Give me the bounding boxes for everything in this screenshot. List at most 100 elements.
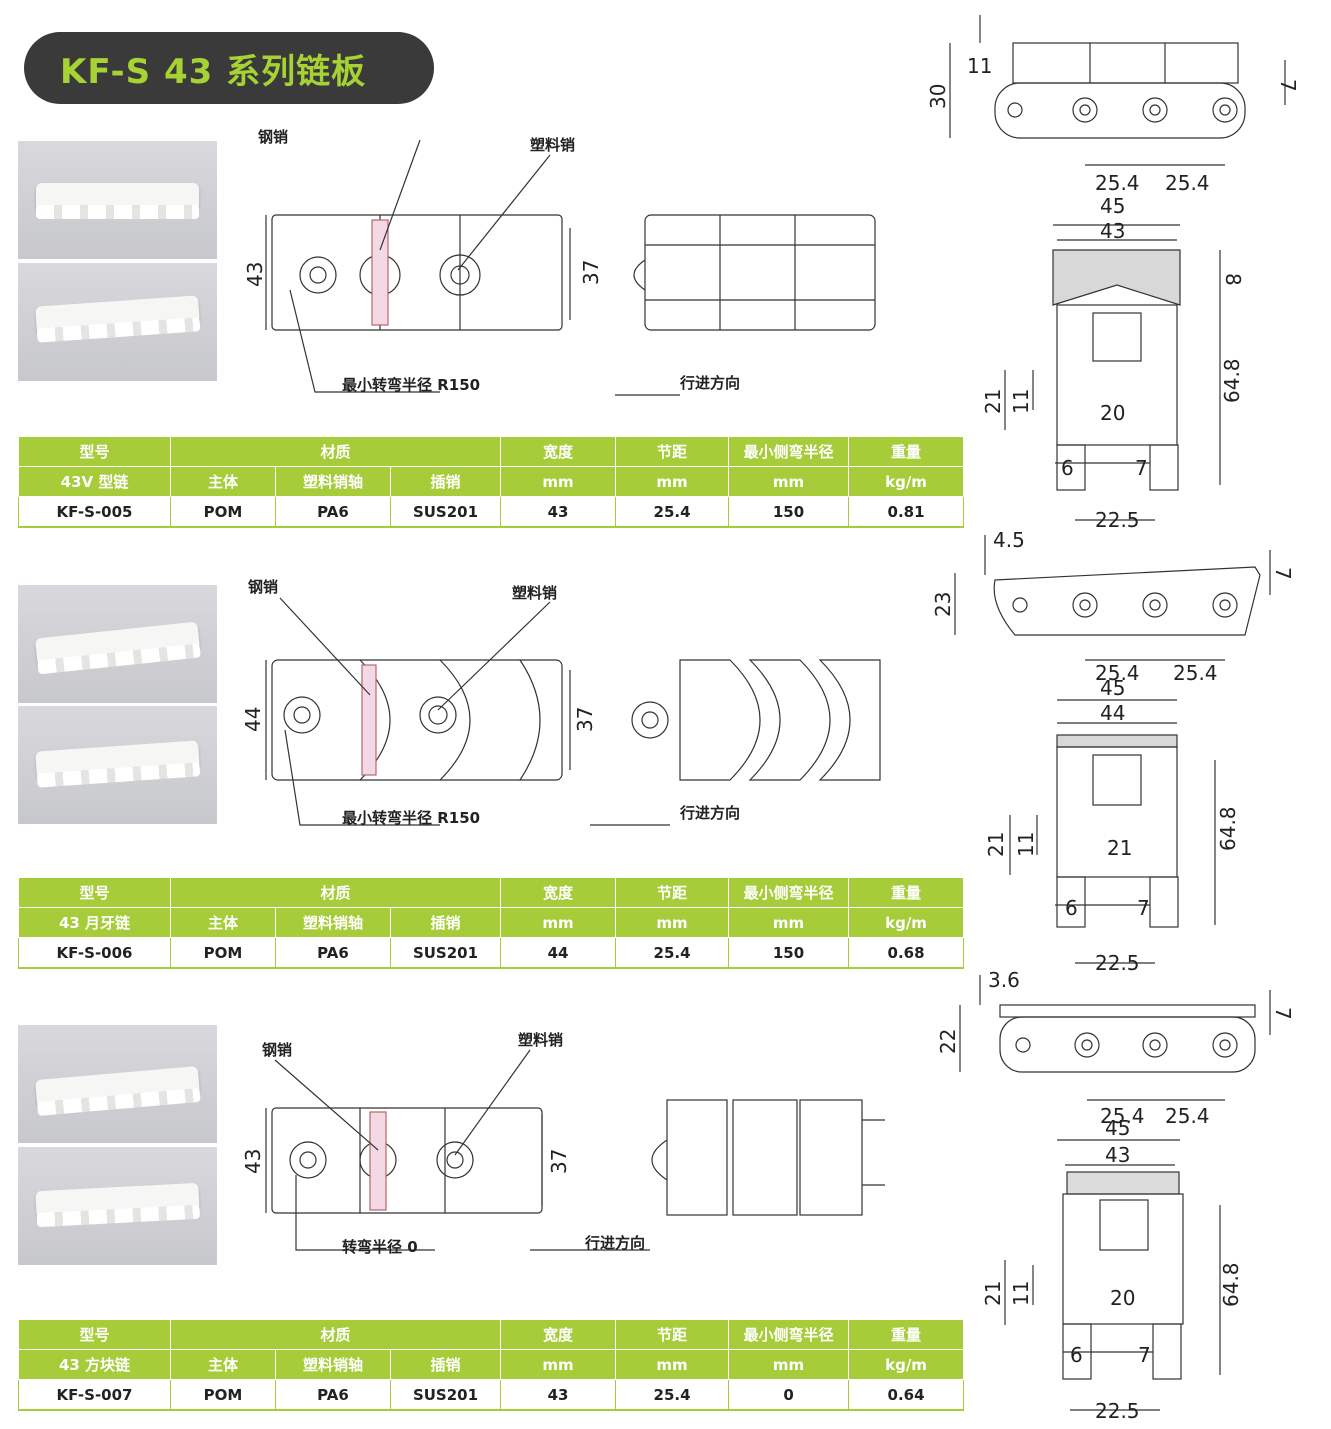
- side-drawing-1: 11 30 7 25.4 25.4: [926, 15, 1300, 195]
- side-dim-right: 7: [1271, 1007, 1295, 1020]
- side-dim-top: 4.5: [993, 528, 1025, 552]
- sec-dim-inner: 43: [1100, 219, 1125, 243]
- th-unit-pitch: mm: [615, 907, 730, 938]
- table-row: KF-S-006 POM PA6 SUS201 44 25.4 150 0.68: [18, 937, 965, 969]
- plastic-pin-label: 塑料销: [518, 1031, 563, 1049]
- th-weight: 重量: [848, 1319, 965, 1350]
- th-unit-pitch: mm: [615, 1349, 730, 1380]
- sec-dim-left-b: 11: [1009, 1281, 1033, 1306]
- table-row: KF-S-007 POM PA6 SUS201 43 25.4 0 0.64: [18, 1379, 965, 1411]
- spec-table-2: 型号 材质 宽度 节距 最小侧弯半径 重量 43 月牙链 主体 塑料销轴 插销 …: [18, 877, 965, 969]
- sec-dim-left-b: 11: [1014, 832, 1038, 857]
- th-material: 材质: [169, 877, 502, 908]
- cell-model: KF-S-005: [18, 496, 171, 528]
- sec-dim-mid: 20: [1110, 1286, 1135, 1310]
- sec-dim-mid: 20: [1100, 401, 1125, 425]
- sec-dim-outer: 45: [1100, 676, 1125, 700]
- th-unit-weight: kg/m: [848, 466, 965, 497]
- cell-insert-pin: SUS201: [389, 937, 502, 969]
- sec-dim-left-a: 21: [981, 1281, 1005, 1306]
- side-dim-height: 23: [931, 592, 955, 617]
- cell-width: 43: [500, 496, 617, 528]
- cell-pitch: 25.4: [615, 937, 730, 969]
- th-unit-radius: mm: [728, 466, 850, 497]
- th-unit-weight: kg/m: [848, 1349, 965, 1380]
- cell-model: KF-S-007: [18, 1379, 171, 1411]
- th-material: 材质: [169, 1319, 502, 1350]
- sec-dim-mid: 21: [1107, 836, 1132, 860]
- side-dim-height: 22: [936, 1029, 960, 1054]
- turn-radius-label: 转弯半径 0: [342, 1238, 418, 1256]
- sec-dim-bottom: 22.5: [1095, 508, 1140, 532]
- section-drawing-1: 45 43 8 21 11 20 64.8 6 7 22.5: [981, 195, 1245, 532]
- plan-drawing-3: 钢销 塑料销 43 37 转弯半径 0 行进方向: [241, 1031, 885, 1256]
- sec-dim-inner: 44: [1100, 701, 1125, 725]
- sec-dim-b: 7: [1138, 1343, 1151, 1367]
- side-dim-height: 30: [926, 84, 950, 109]
- title-banner: KF-S 43 系列链板: [24, 32, 434, 104]
- th-insert-pin: 插销: [389, 1349, 502, 1380]
- side-dim-right: 7: [1271, 567, 1295, 580]
- sec-dim-top-r: 8: [1221, 273, 1245, 286]
- side-dim-pitch-2: 25.4: [1173, 661, 1218, 685]
- plan-drawing-1: 钢销 塑料销 43 37 最小转弯半径 R150 行进方向: [243, 128, 876, 396]
- th-body: 主体: [170, 907, 276, 938]
- th-pitch: 节距: [615, 1319, 730, 1350]
- cell-body: POM: [170, 496, 276, 528]
- th-unit-weight: kg/m: [848, 907, 965, 938]
- th-pin-axis: 塑料销轴: [275, 1349, 391, 1380]
- turn-radius-label: 最小转弯半径 R150: [342, 376, 480, 394]
- cell-width: 43: [500, 1379, 617, 1411]
- th-pin-axis: 塑料销轴: [275, 907, 391, 938]
- cell-radius: 0: [728, 1379, 850, 1411]
- th-pin-axis: 塑料销轴: [275, 466, 391, 497]
- side-dim-pitch-2: 25.4: [1165, 1104, 1210, 1128]
- th-model: 型号: [18, 436, 171, 467]
- steel-pin-label: 钢销: [262, 1041, 292, 1059]
- sec-dim-height: 64.8: [1219, 1262, 1243, 1307]
- plan-dim-left: 44: [241, 707, 265, 732]
- product-photo-1a: [18, 141, 217, 259]
- side-dim-pitch-1: 25.4: [1100, 1104, 1145, 1128]
- th-weight: 重量: [848, 877, 965, 908]
- direction-label: 行进方向: [679, 804, 740, 822]
- th-unit-radius: mm: [728, 907, 850, 938]
- cell-radius: 150: [728, 496, 850, 528]
- sec-dim-a: 6: [1065, 896, 1078, 920]
- th-pitch: 节距: [615, 877, 730, 908]
- plastic-pin-label: 塑料销: [530, 136, 575, 154]
- steel-pin-label: 钢销: [258, 128, 288, 146]
- side-dim-pitch-1: 25.4: [1095, 171, 1140, 195]
- th-width: 宽度: [500, 1319, 617, 1350]
- side-dim-top: 3.6: [988, 968, 1020, 992]
- product-photo-2b: [18, 706, 217, 824]
- steel-pin-label: 钢销: [248, 578, 278, 596]
- sec-dim-a: 6: [1061, 456, 1074, 480]
- plan-drawing-2: 钢销 塑料销 44 37 最小转弯半径 R150 行进方向: [241, 578, 881, 827]
- section-drawing-2: 45 44 21 11 21 64.8 6 7 22.5: [984, 676, 1240, 975]
- th-insert-pin: 插销: [389, 466, 502, 497]
- th-type-name: 43 月牙链: [18, 907, 171, 938]
- cell-weight: 0.64: [848, 1379, 965, 1411]
- plan-dim-left: 43: [241, 1149, 265, 1174]
- cell-model: KF-S-006: [18, 937, 171, 969]
- sec-dim-outer: 45: [1105, 1120, 1130, 1140]
- section-drawing-3: 45 43 21 11 20 64.8 6 7 22.5: [981, 1120, 1243, 1423]
- th-radius: 最小侧弯半径: [728, 436, 850, 467]
- cell-radius: 150: [728, 937, 850, 969]
- page-title: KF-S 43 系列链板: [60, 51, 367, 92]
- th-insert-pin: 插销: [389, 907, 502, 938]
- plan-dim-right: 37: [547, 1149, 571, 1174]
- side-drawing-2: 4.5 23 7 25.4 25.4: [931, 528, 1295, 685]
- sec-dim-left-b: 11: [1009, 389, 1033, 414]
- th-unit-pitch: mm: [615, 466, 730, 497]
- th-width: 宽度: [500, 877, 617, 908]
- th-radius: 最小侧弯半径: [728, 877, 850, 908]
- cell-body: POM: [170, 937, 276, 969]
- sec-dim-bottom: 22.5: [1095, 1399, 1140, 1423]
- side-dim-pitch-2: 25.4: [1165, 171, 1210, 195]
- side-drawing-3: 3.6 22 7 25.4 25.4: [936, 968, 1295, 1128]
- sec-dim-left-a: 21: [981, 389, 1005, 414]
- cell-pin-axis: PA6: [275, 937, 391, 969]
- cell-insert-pin: SUS201: [389, 1379, 502, 1411]
